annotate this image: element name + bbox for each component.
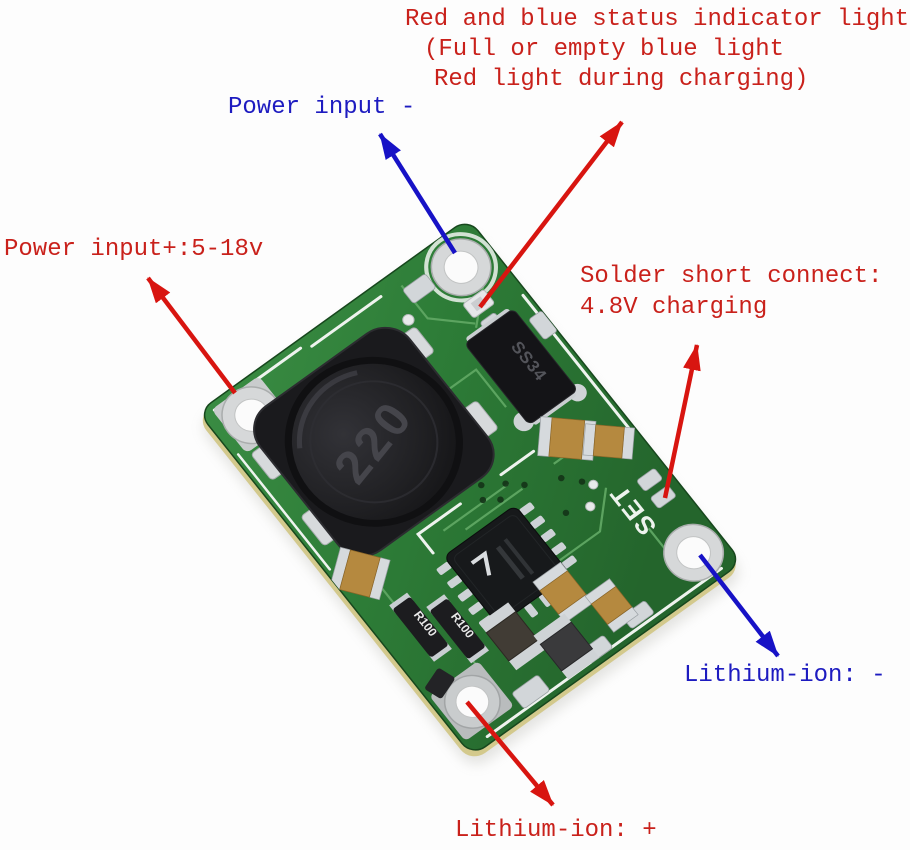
arrow-lithium-ion-plus — [465, 700, 555, 807]
pcb-board: 220 SS34 — [202, 223, 739, 765]
label-status-indicator-line1: Red and blue status indicator light — [405, 6, 910, 33]
mounting-hole-top — [430, 238, 492, 297]
inductor: 220 — [251, 326, 498, 557]
ic-logo — [470, 550, 492, 576]
label-power-input-plus: Power input+:5-18v — [4, 236, 264, 263]
component-dark-edge — [425, 668, 455, 699]
arrow-power-input-minus — [378, 132, 457, 255]
arrow-solder-short — [662, 344, 701, 499]
arrow-status-indicator — [478, 120, 624, 309]
label-lithium-ion-minus: Lithium-ion: - — [684, 662, 886, 689]
diode-ss34: SS34 — [466, 308, 587, 432]
label-status-indicator-line3: Red light during charging) — [434, 66, 809, 93]
capacitor-dark-1 — [478, 602, 546, 671]
capacitor-dark-2 — [533, 613, 600, 680]
label-status-indicator-line2: (Full or empty blue light — [424, 36, 785, 63]
label-solder-short-line2: 4.8V charging — [580, 294, 768, 321]
capacitor-tan-bottom-1 — [532, 561, 594, 624]
arrow-lithium-ion-minus — [698, 553, 780, 658]
vias — [477, 474, 586, 516]
capacitor-tan-left — [329, 546, 391, 601]
resistor-r100-1: R100 — [389, 592, 452, 662]
label-lithium-ion-plus: Lithium-ion: + — [455, 817, 657, 844]
ic-chip — [436, 502, 577, 629]
arrow-power-input-plus — [146, 276, 237, 395]
label-solder-short-line1: Solder short connect: — [580, 263, 883, 290]
plated-vias — [402, 314, 599, 512]
capacitor-tan-right-2 — [582, 423, 635, 460]
capacitor-tan-bottom-2 — [584, 578, 639, 633]
label-power-input-minus: Power input - — [228, 94, 416, 121]
